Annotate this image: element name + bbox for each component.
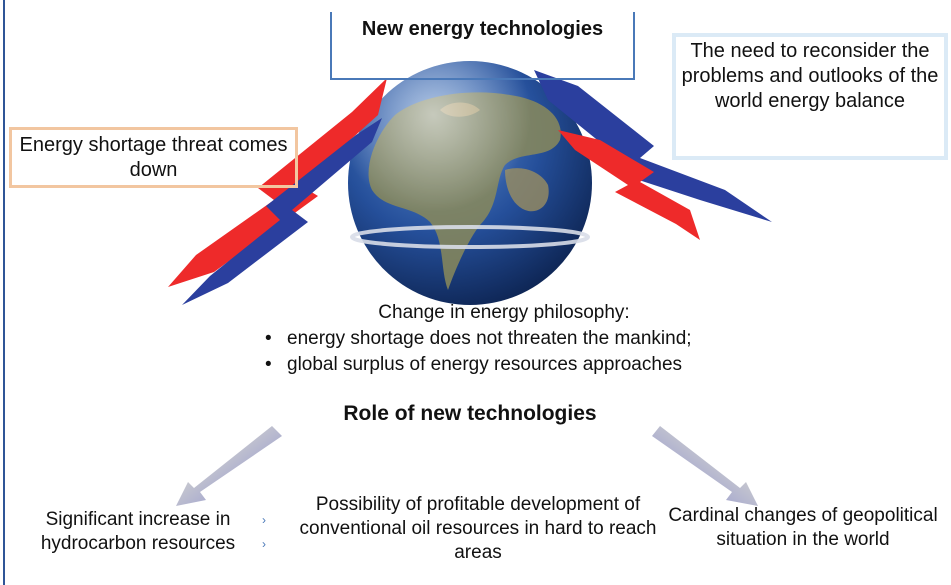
right-box: The need to reconsider the problems and … <box>672 33 948 160</box>
top-title: New energy technologies <box>361 18 604 40</box>
bullet-icon: • <box>265 328 272 349</box>
down-arrow-icon <box>176 426 282 506</box>
outcome-conventional-oil: Possibility of profitable development of… <box>299 494 657 563</box>
bullet-text: energy shortage does not threaten the ma… <box>287 328 692 349</box>
svg-text:›: › <box>262 513 266 527</box>
down-arrow-icon <box>652 426 758 506</box>
outcome-geopolitical: Cardinal changes of geopolitical situati… <box>668 505 938 550</box>
bullet-text: global surplus of energy resources appro… <box>287 354 683 375</box>
zigzag-arrow-icon <box>168 78 387 305</box>
philosophy-block: Change in energy philosophy: • energy sho… <box>235 300 755 378</box>
globe-icon <box>348 61 592 305</box>
philosophy-heading: Change in energy philosophy: <box>378 302 630 323</box>
list-item: • energy shortage does not threaten the m… <box>265 326 755 352</box>
frame-left-rule <box>3 0 5 585</box>
philosophy-list: • energy shortage does not threaten the m… <box>235 326 755 378</box>
role-title: Role of new technologies <box>343 402 597 425</box>
zigzag-arrow-icon <box>534 70 772 240</box>
top-title-box: New energy technologies <box>330 12 635 80</box>
list-item: • global surplus of energy resources appr… <box>265 352 755 378</box>
bullet-icon: • <box>265 354 272 375</box>
svg-text:›: › <box>262 537 266 551</box>
left-box: Energy shortage threat comes down <box>9 127 298 188</box>
outcome-hydrocarbon: Significant increase in hydrocarbon reso… <box>40 509 236 554</box>
right-box-text: The need to reconsider the problems and … <box>681 40 939 112</box>
left-box-text: Energy shortage threat comes down <box>19 134 288 181</box>
